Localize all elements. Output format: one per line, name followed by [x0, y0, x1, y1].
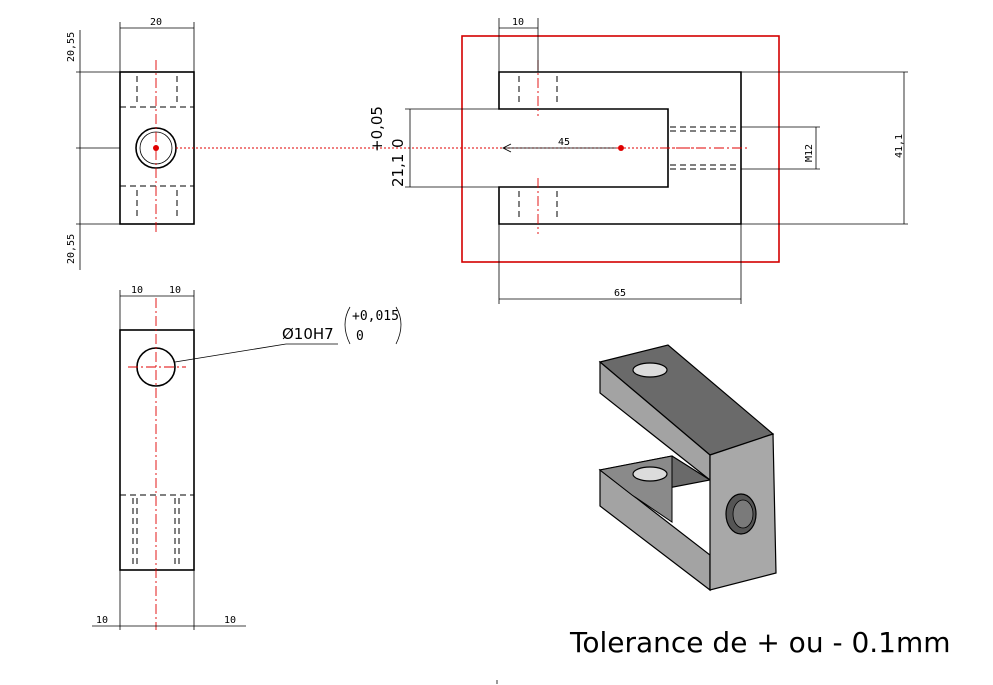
dim-hole-tol-lower: 0 — [356, 329, 364, 344]
dim-height: 41,1 — [894, 134, 905, 158]
dim-tol-plus: +0,05 — [368, 106, 386, 152]
dim-slot-width: 10 — [512, 17, 524, 28]
dim-side-b: 10 — [169, 285, 181, 296]
dim-tol-zero: 0 — [389, 138, 407, 148]
dim-left-bottom: 20,55 — [66, 234, 77, 264]
iso-3d-part-icon — [598, 344, 777, 592]
dim-length-45: 45 — [558, 137, 570, 148]
bottom-left-view: 10 10 Ø10H7 +0,015 0 10 10 — [92, 285, 402, 630]
dim-top-width: 20 — [150, 17, 162, 28]
dim-bottom-left: 10 — [96, 615, 108, 626]
dim-nominal: 21,1 — [389, 154, 407, 187]
dim-left-top: 20,55 — [66, 32, 77, 62]
tolerance-note: Tolerance de + ou - 0.1mm — [569, 626, 951, 659]
top-right-view: 45 10 +0,05 0 21,1 M12 41,1 65 — [368, 17, 908, 304]
view-frame — [461, 35, 780, 263]
dim-side-a: 10 — [131, 285, 143, 296]
dim-hole-tol-upper: +0,015 — [352, 309, 399, 324]
dim-bottom-right: 10 — [224, 615, 236, 626]
dim-hole: Ø10H7 — [282, 325, 334, 343]
dim-overall: 65 — [614, 288, 626, 299]
dim-thread: M12 — [804, 144, 815, 162]
